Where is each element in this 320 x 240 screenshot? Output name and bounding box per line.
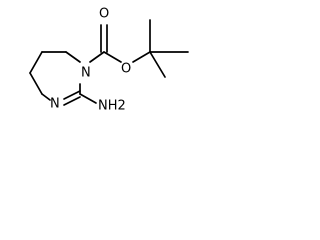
atom-label-ester-o: O: [121, 62, 131, 77]
bond-imine-n-to-c2-double-b: [63, 96, 81, 106]
bond-set: [29, 19, 189, 106]
atom-label-amine: NH2: [98, 99, 126, 114]
atom-label-ring-n: N: [81, 66, 91, 81]
atom-label-imine-n: N: [50, 97, 60, 112]
bond-c3-to-imine-n: [41, 93, 51, 101]
bond-carbonyl-c-to-ester-o: [103, 51, 122, 63]
bond-ester-o-to-tert-c: [132, 51, 151, 63]
atom-labels: N N O O NH2: [50, 7, 131, 114]
bond-imine-n-to-c2-double-a: [63, 90, 81, 100]
bond-c4-to-c3: [29, 72, 43, 95]
bond-ring-n-to-c6: [65, 51, 81, 63]
molecule-structure: N N O O NH2: [29, 7, 189, 114]
bond-tert-c-to-methyl-bottom: [149, 51, 166, 78]
bond-c2-to-amine: [79, 93, 97, 104]
atom-label-carbonyl-o: O: [99, 7, 109, 22]
bond-ring-n-to-carbonyl-c: [89, 51, 105, 63]
bond-c5-to-c4: [29, 51, 43, 74]
